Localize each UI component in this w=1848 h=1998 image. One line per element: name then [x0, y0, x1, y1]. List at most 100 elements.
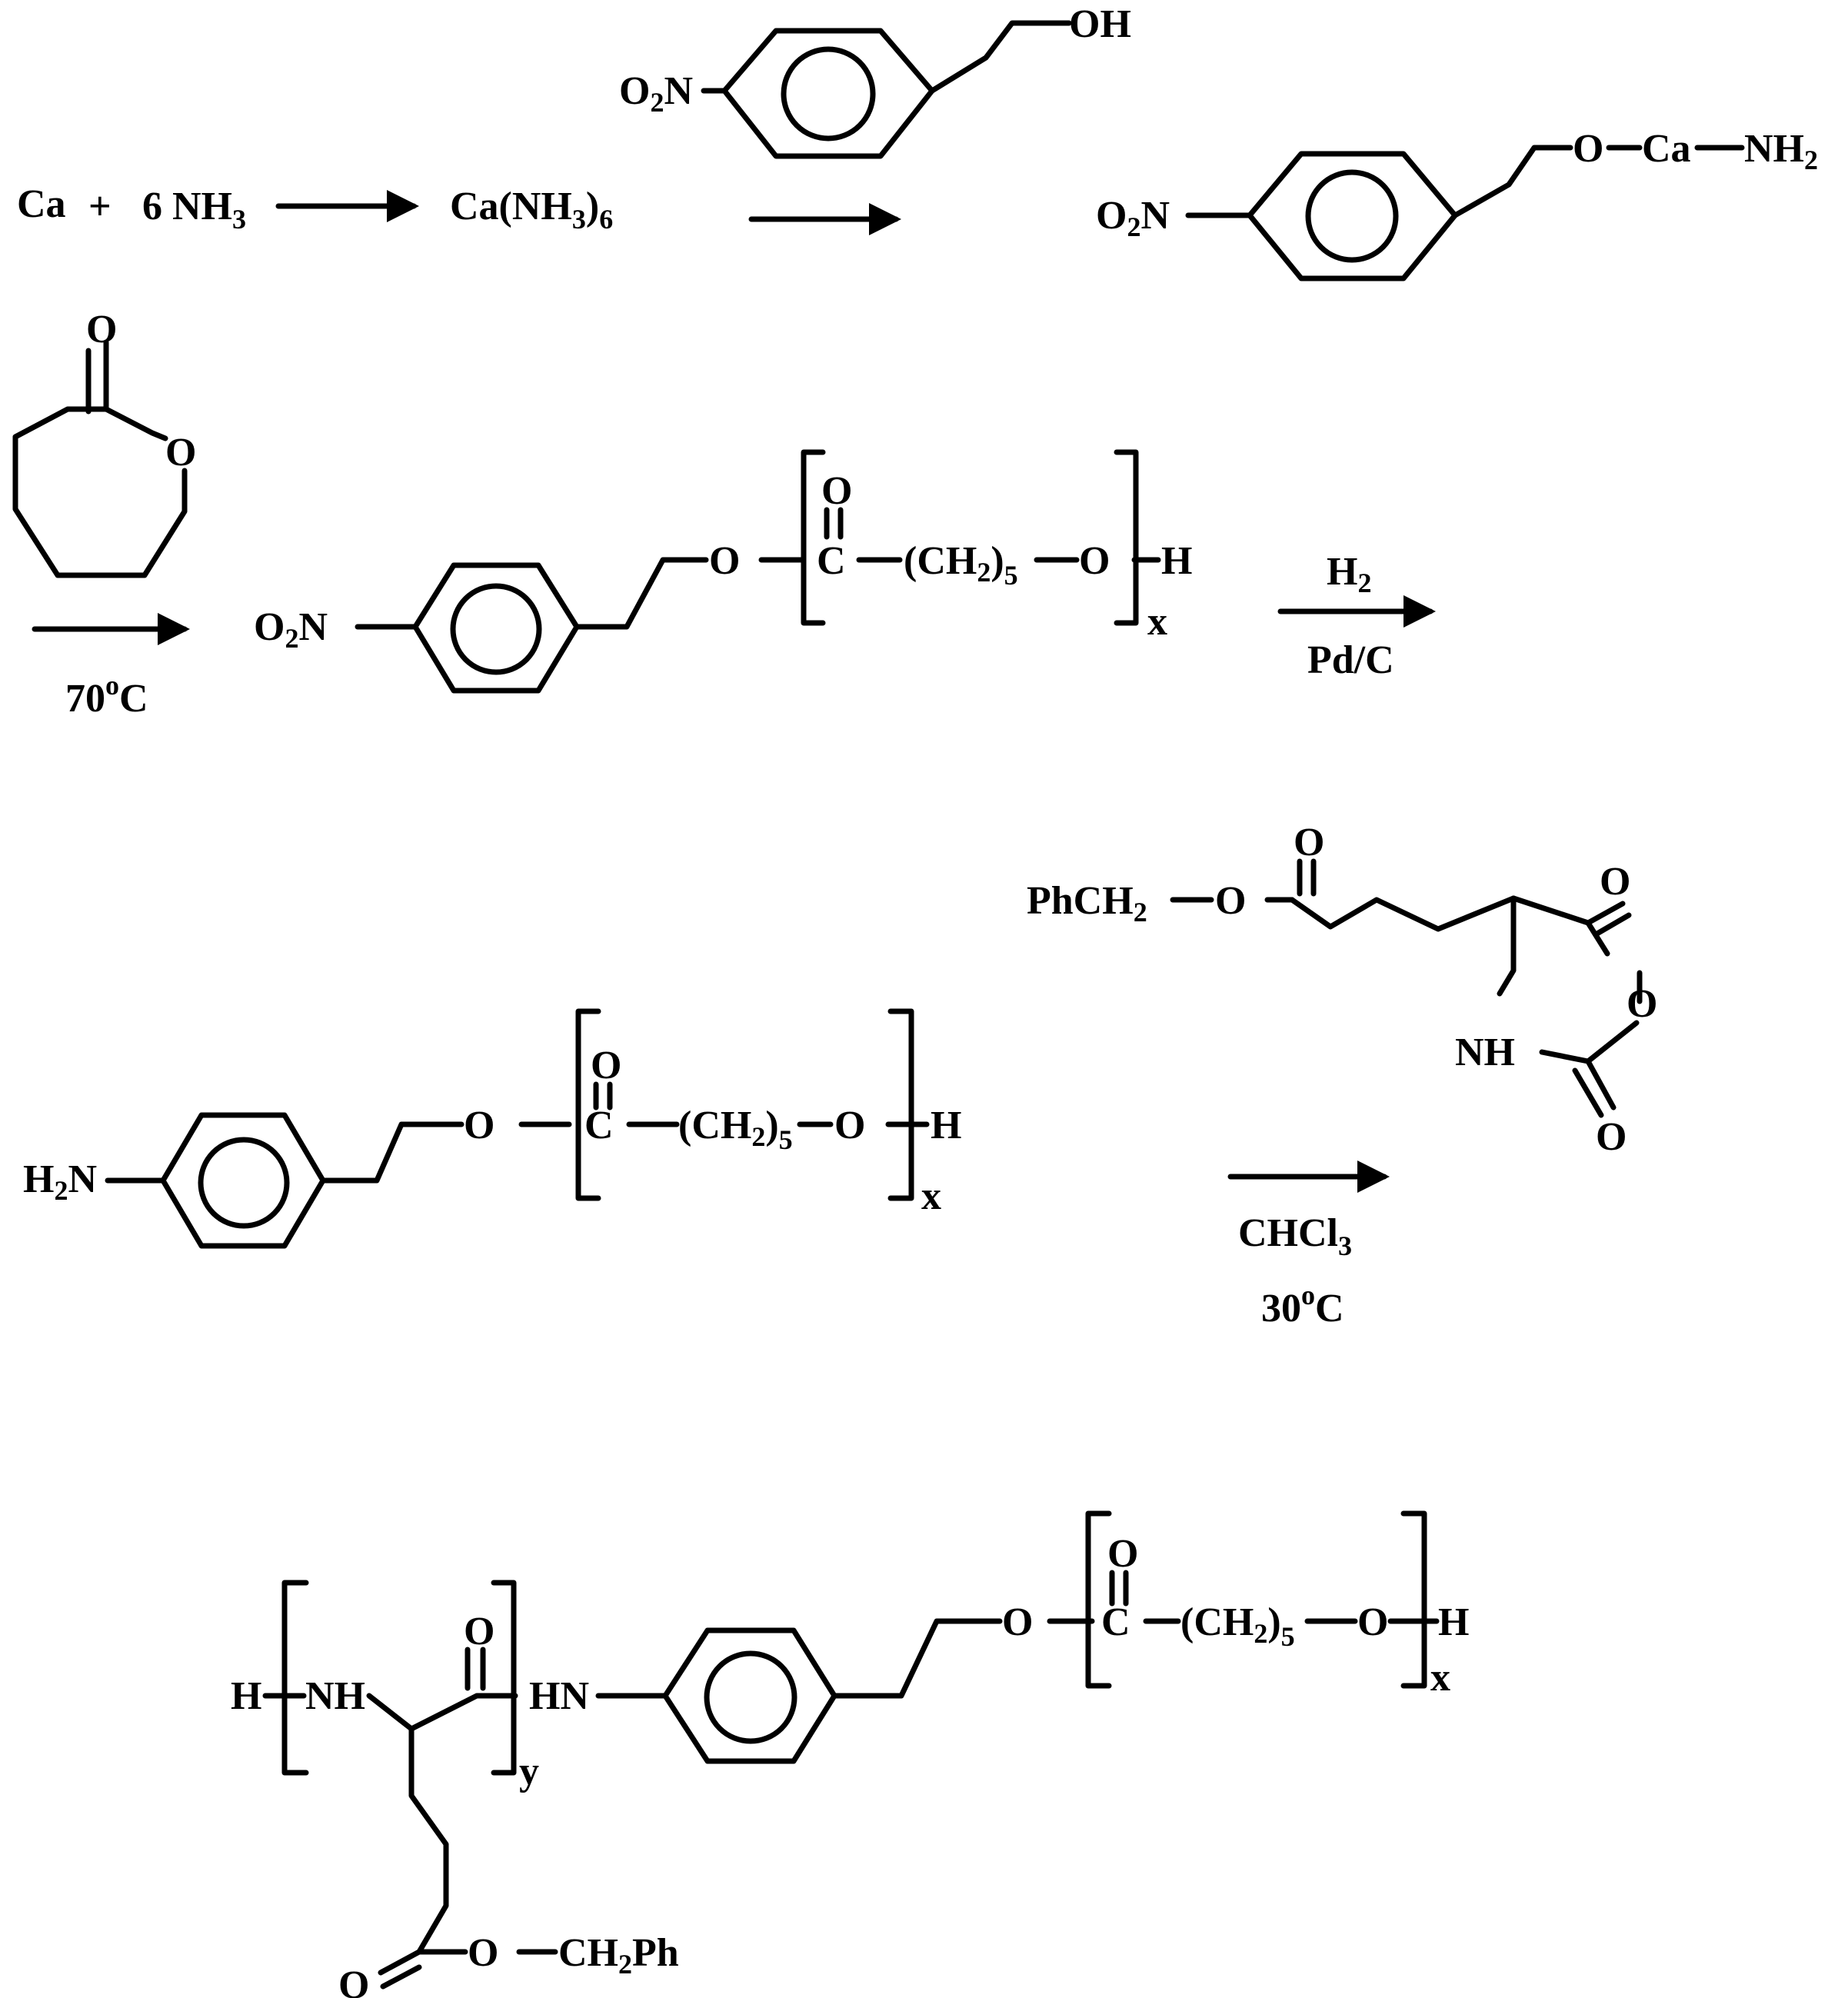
methylene-chain-label: (CH: [1180, 1600, 1254, 1644]
nitro-pcl-structure: [355, 449, 1161, 694]
svg-text:H2N: H2N: [23, 1157, 97, 1206]
solvent-label: CHCl: [1238, 1211, 1338, 1255]
subscript: 2: [977, 557, 991, 588]
subscript: 2: [1127, 211, 1140, 242]
svg-text:H: H: [231, 1674, 261, 1718]
linker-hn-label: HN: [529, 1674, 589, 1718]
carbonyl-oxygen-label: O: [464, 1610, 494, 1653]
svg-text:x: x: [921, 1174, 941, 1218]
ester-oxygen-label: O: [1002, 1600, 1033, 1644]
amine-label: H: [23, 1157, 54, 1201]
svg-text:O: O: [1107, 1532, 1138, 1576]
carbonyl-oxygen-label: O: [86, 308, 117, 351]
repeat-bracket-right: [1114, 449, 1139, 626]
subscript: 2: [54, 1175, 68, 1206]
ester-oxygen-label: O: [709, 539, 740, 583]
calcium-label: Ca: [1642, 127, 1691, 171]
hydrogen-reagent: H: [1327, 550, 1357, 594]
svg-text:O: O: [86, 308, 117, 351]
terminal-hydrogen-label: H: [931, 1104, 961, 1147]
svg-text:PhCH2: PhCH2: [1027, 879, 1147, 927]
subscript: 2: [650, 87, 664, 118]
repeat-bracket-left: [1085, 1510, 1112, 1689]
pcl-carbonyl-oxygen: O: [1107, 1532, 1138, 1576]
svg-text:x: x: [1147, 600, 1167, 644]
methylene-chain-label: (CH: [904, 539, 977, 583]
svg-text:O: O: [1002, 1600, 1033, 1644]
svg-text:+: +: [88, 185, 112, 228]
nitrophenethyl-alcohol-structure: [701, 20, 1072, 159]
svg-text:O: O: [165, 431, 196, 475]
svg-text:O: O: [464, 1610, 494, 1653]
svg-text:y: y: [519, 1750, 539, 1793]
ring-oxygen-label: O: [1627, 982, 1657, 1026]
subscript: 3: [1338, 1230, 1352, 1261]
svg-text:O: O: [1573, 127, 1603, 171]
amino-pcl-structure: [105, 1008, 930, 1249]
calcium-alkoxide-structure: [1185, 145, 1745, 281]
svg-text:NH: NH: [305, 1674, 365, 1718]
nitro-label: O: [254, 605, 285, 649]
amine-n: N: [68, 1157, 97, 1201]
aromatic-circle: [781, 46, 876, 142]
svg-text:Ca(NH3)6: Ca(NH3)6: [450, 185, 613, 235]
repeat-index-x: x: [1147, 600, 1167, 644]
side-chain-carbonyl-oxygen: O: [338, 1963, 369, 1998]
terminal-oxygen-label: O: [834, 1104, 865, 1147]
svg-text:O2N: O2N: [619, 69, 693, 118]
svg-text:O: O: [709, 539, 740, 583]
subscript: 3: [572, 204, 586, 235]
palladium-catalyst: Pd/C: [1307, 638, 1394, 682]
repeat-bracket-right: [1400, 1510, 1427, 1689]
oxygen-label: O: [1573, 127, 1603, 171]
terminal-hydrogen-label: H: [1161, 539, 1192, 583]
carbonyl-carbon-label: C: [584, 1104, 614, 1147]
svg-text:O: O: [1596, 1115, 1627, 1159]
svg-text:O: O: [591, 1044, 621, 1087]
terminal-oxygen-label: O: [1079, 539, 1110, 583]
svg-text:30oC: 30oC: [1261, 1280, 1344, 1330]
methylene-chain-label: (CH: [678, 1104, 751, 1147]
svg-text:H: H: [931, 1104, 961, 1147]
svg-text:O: O: [1627, 982, 1657, 1026]
repeat-index-x: x: [1430, 1656, 1450, 1700]
backbone-nh-label: NH: [305, 1674, 365, 1718]
carbonyl-oxygen-label: O: [821, 469, 852, 513]
svg-text:NH2: NH2: [1744, 127, 1818, 175]
degree-mark: o: [1301, 1280, 1315, 1310]
celsius-unit: C: [119, 677, 148, 721]
ester-oxygen-label: O: [464, 1104, 494, 1147]
ester-oxygen-label: O: [1215, 879, 1246, 923]
ester-carbonyl-oxygen-label: O: [1294, 821, 1324, 864]
nitro-label: O: [1096, 194, 1127, 238]
subscript: 5: [1004, 560, 1018, 591]
subscript: 2: [1357, 568, 1371, 598]
svg-text:O: O: [338, 1963, 369, 1998]
svg-text:O: O: [1215, 879, 1246, 923]
nca-monomer-structure: [1170, 858, 1643, 1118]
nitro-n: N: [298, 605, 328, 649]
svg-text:O: O: [464, 1104, 494, 1147]
svg-text:(CH2)5: (CH2)5: [1180, 1600, 1295, 1652]
svg-text:H: H: [1161, 539, 1192, 583]
svg-text:O: O: [834, 1104, 865, 1147]
carbonyl-carbon-label: C: [817, 539, 846, 583]
nitro-n: N: [664, 69, 693, 113]
svg-text:O2N: O2N: [254, 605, 328, 654]
subscript: 2: [1254, 1618, 1267, 1649]
svg-text:(CH2)5: (CH2)5: [678, 1104, 793, 1155]
repeat-index-y: y: [519, 1750, 539, 1793]
paren: ): [991, 539, 1004, 583]
svg-text:70oC: 70oC: [65, 670, 148, 721]
repeat-bracket-left: [575, 1008, 601, 1201]
ammonia-subscript: 3: [232, 204, 246, 235]
paren: ): [586, 185, 599, 228]
ammonia-label: 6 NH: [142, 185, 232, 228]
svg-text:CH2Ph: CH2Ph: [558, 1931, 679, 1980]
subscript: 5: [779, 1124, 793, 1155]
degree-mark: o: [105, 670, 119, 701]
subscript: 5: [1281, 1621, 1295, 1652]
svg-text:C: C: [584, 1104, 614, 1147]
svg-text:x: x: [1430, 1656, 1450, 1700]
